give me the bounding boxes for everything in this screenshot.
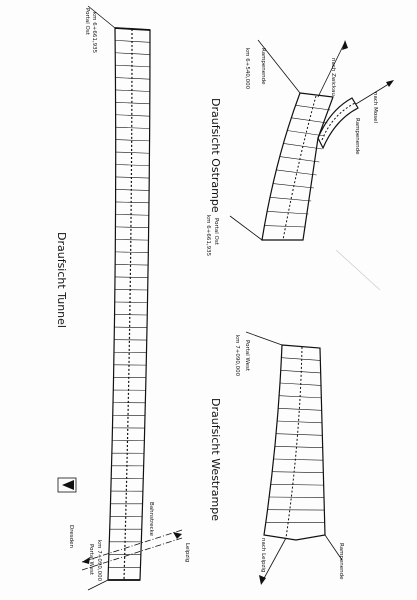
leader-km-rampenende bbox=[257, 39, 301, 94]
tunnel-segment-joint bbox=[115, 114, 150, 117]
leader-leipzig bbox=[261, 537, 287, 583]
ostrampe-branch-outline bbox=[317, 97, 359, 150]
nach-zwickau-label: nach Zwickau bbox=[330, 58, 336, 96]
tunnel-segment-joint bbox=[114, 289, 148, 291]
km-label-tunnel-west: km 7+090,000 bbox=[96, 540, 102, 582]
portal-ost-2-label: Portal Ost bbox=[213, 218, 219, 246]
rampenende-label: Rampenende bbox=[260, 48, 266, 85]
tunnel-segment-joint bbox=[115, 126, 150, 129]
km-label-ost-portal: km 6+661,935 bbox=[205, 215, 211, 257]
km-label-west-portal: km 7+090,000 bbox=[234, 335, 240, 377]
tunnel-segment-joint bbox=[115, 139, 150, 142]
tunnel-centerline bbox=[123, 28, 133, 581]
tunnel-segment-joint bbox=[115, 176, 150, 179]
portal-ost-label: Portal Ost bbox=[84, 8, 90, 36]
title-westrampe: Draufsicht Westrampe bbox=[209, 398, 222, 521]
portal-east-line bbox=[114, 27, 151, 31]
tunnel-segment-joint bbox=[115, 189, 150, 191]
tunnel-segments bbox=[108, 40, 151, 568]
tunnel-segment-joint bbox=[114, 301, 148, 303]
km-label-tunnel-east: km 6+661,935 bbox=[91, 12, 97, 54]
westrampe-segment-joint bbox=[274, 446, 323, 449]
westrampe-segment-joint bbox=[278, 408, 322, 411]
tunnel-segment-joint bbox=[115, 77, 150, 80]
ostrampe-segment-joint bbox=[273, 183, 314, 189]
leipzig-label: Leipzig bbox=[184, 543, 190, 562]
tunnel-segment-joint bbox=[115, 89, 150, 92]
ostrampe-outline-main bbox=[261, 92, 334, 241]
tunnel-segment-joint bbox=[115, 214, 149, 216]
arrow-leipzig-icon bbox=[173, 532, 182, 539]
westrampe-segment-joint bbox=[272, 471, 324, 473]
ostrampe-segment-joint bbox=[276, 169, 317, 176]
tunnel-segment-joint bbox=[115, 201, 149, 204]
westrampe-segment-joint bbox=[270, 484, 324, 486]
ostrampe-segment-joint bbox=[267, 211, 309, 215]
ostrampe-segment-joint bbox=[264, 225, 306, 228]
ostrampe-segment-joint bbox=[287, 130, 325, 137]
tunnel-segment-joint bbox=[115, 40, 151, 43]
rampenende-west-label: Rampenende bbox=[338, 543, 344, 580]
westrampe-segment-joint bbox=[281, 357, 321, 361]
dresden-label: Dresden bbox=[68, 525, 74, 548]
ostrampe-segment-joint bbox=[269, 197, 312, 202]
title-tunnel: Draufsicht Tunnel bbox=[55, 232, 68, 328]
arrow-dresden-icon bbox=[82, 557, 90, 564]
tunnel-plan: km 6+661,935 Portal Ost km 7+090,000 Por… bbox=[55, 5, 190, 591]
portal-west-label: Portal West bbox=[88, 544, 94, 576]
railway-line-b bbox=[81, 537, 183, 571]
tunnel-segment-joint bbox=[115, 52, 150, 55]
leader-mosel bbox=[355, 81, 393, 105]
ostrampe-segment-joint bbox=[295, 104, 331, 111]
leader-km-ost-portal bbox=[229, 215, 263, 241]
portal-west-2-label: Portal West bbox=[244, 340, 250, 372]
ostrampe-segment-joint bbox=[283, 143, 323, 150]
bahnstrecke-label: Bahnstrecke bbox=[148, 502, 154, 537]
leader-rampenende-west bbox=[324, 534, 343, 561]
nach-mosel-label: nach Mosel bbox=[372, 92, 378, 123]
arrow-leipzig-west-icon bbox=[259, 575, 266, 585]
tunnel-outline bbox=[107, 27, 151, 581]
station-leader-west bbox=[87, 579, 109, 591]
leader-zwickau bbox=[317, 41, 346, 98]
ostrampe-segment-joint bbox=[279, 156, 320, 163]
tunnel-segment-joint bbox=[115, 251, 149, 253]
nach-leipzig-label: nach Leipzig bbox=[260, 538, 266, 572]
westrampe-centerline bbox=[285, 346, 303, 539]
arrow-mosel-icon bbox=[386, 80, 394, 87]
leader-km-west-portal bbox=[245, 331, 283, 346]
km-label-ost-rampenende: km 6+540,000 bbox=[244, 48, 250, 90]
ostrampe-segments bbox=[264, 104, 331, 228]
tunnel-segment-joint bbox=[115, 276, 148, 278]
paper-mark bbox=[335, 249, 381, 291]
tunnel-segment-joint bbox=[115, 164, 150, 166]
westrampe-plan: km 7+090,000 Portal West nach Leipzig Ra… bbox=[209, 331, 344, 585]
tunnel-segment-joint bbox=[115, 264, 149, 266]
westrampe-segment-joint bbox=[279, 395, 322, 399]
station-leader-east bbox=[87, 5, 116, 29]
westrampe-outline bbox=[263, 344, 326, 541]
westrampe-segment-joint bbox=[269, 496, 325, 498]
tunnel-segment-joint bbox=[115, 151, 150, 154]
ostrampe-segment-joint bbox=[291, 117, 328, 124]
north-arrow-icon bbox=[57, 477, 77, 493]
ostrampe-plan: nach Zwickau nach Mosel km 6+540,000 Ram… bbox=[205, 39, 394, 257]
tunnel-segment-joint bbox=[115, 102, 150, 105]
railway-line-a bbox=[81, 529, 183, 563]
ostrampe-centerline bbox=[282, 95, 317, 241]
westrampe-segment-joint bbox=[276, 433, 323, 436]
tunnel-segment-joint bbox=[115, 239, 149, 241]
tunnel-segment-joint bbox=[115, 64, 150, 68]
tunnel-segment-joint bbox=[115, 226, 149, 228]
westrampe-segment-joint bbox=[279, 382, 322, 386]
westrampe-segment-joint bbox=[280, 370, 321, 374]
westrampe-segment-joint bbox=[273, 458, 324, 461]
westrampe-segment-joint bbox=[277, 420, 323, 424]
westrampe-segments bbox=[265, 357, 325, 523]
title-ostrampe: Draufsicht Ostrampe bbox=[209, 98, 222, 213]
rampenende-branch-label: Rampenende bbox=[354, 118, 360, 155]
arrow-zwickau-icon bbox=[342, 40, 348, 50]
